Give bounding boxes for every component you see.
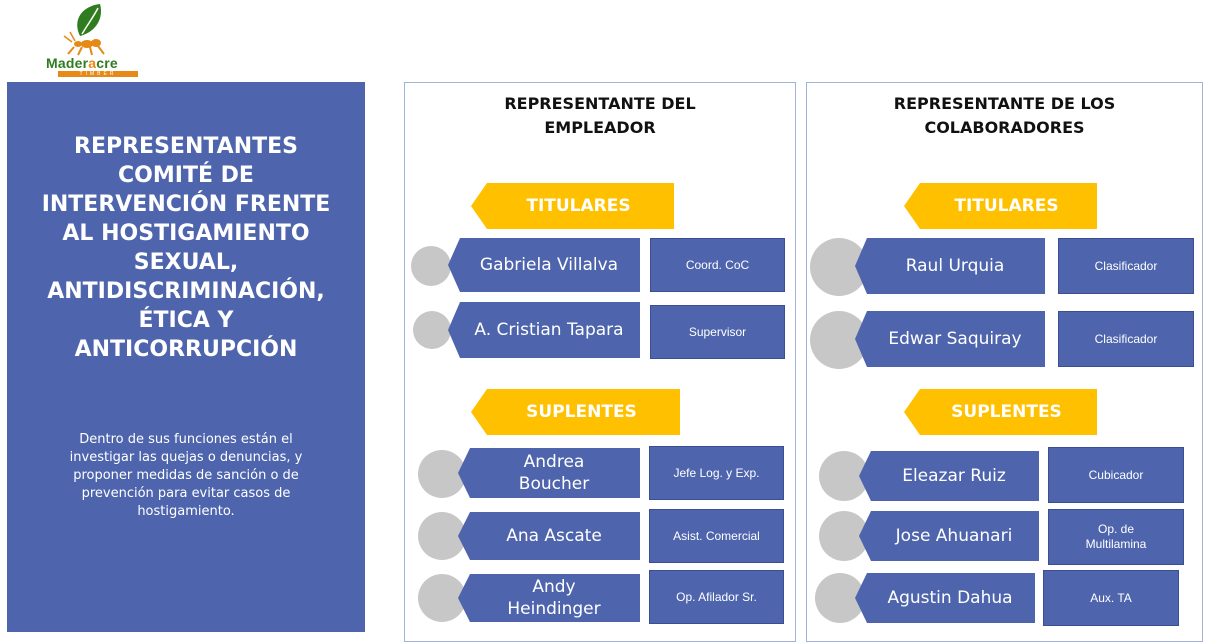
- member-role: Op. de Multilamina: [1048, 509, 1184, 565]
- member-name-andy-heindinger: Andy Heindinger: [458, 574, 640, 622]
- committee-title: REPRESENTANTES COMITÉ DE INTERVENCIÓN FR…: [41, 134, 331, 362]
- member-role: Asist. Comercial: [649, 509, 784, 563]
- logo-tagline: TIMBER: [58, 71, 138, 77]
- collaborators-suplentes-banner: SUPLENTES: [904, 389, 1097, 435]
- member-avatar: [411, 246, 451, 286]
- maderacre-logo: Maderacre TIMBER: [42, 0, 152, 78]
- employer-suplentes-banner: SUPLENTES: [471, 389, 680, 435]
- member-avatar: [413, 311, 451, 349]
- employer-column-title: REPRESENTANTE DEL EMPLEADOR: [504, 94, 696, 137]
- member-role: Cubicador: [1048, 447, 1184, 503]
- member-name-gabriela-villalva: Gabriela Villalva: [448, 238, 640, 292]
- member-role: Clasificador: [1058, 238, 1194, 294]
- logo-wordmark: Maderacre: [46, 55, 118, 71]
- leaf-ant-logo-icon: [63, 4, 105, 56]
- member-name-eleazar-ruiz: Eleazar Ruiz: [859, 451, 1039, 501]
- committee-description: Dentro de sus funciones están el investi…: [69, 432, 303, 519]
- member-role: Jefe Log. y Exp.: [649, 446, 784, 500]
- member-name-raul-urquia: Raul Urquia: [855, 238, 1045, 294]
- member-name-agustin-dahua: Agustin Dahua: [855, 573, 1035, 623]
- member-name-jose-ahuanari: Jose Ahuanari: [859, 511, 1039, 561]
- employer-column: REPRESENTANTE DEL EMPLEADOR TITULARES Ga…: [404, 82, 796, 642]
- member-role: Op. Afilador Sr.: [649, 570, 784, 624]
- member-role: Clasificador: [1058, 311, 1194, 367]
- collaborators-titulares-banner: TITULARES: [904, 183, 1097, 229]
- member-name-cristian-tapara: A. Cristian Tapara: [448, 302, 640, 358]
- member-role: Supervisor: [650, 305, 785, 359]
- committee-panel: REPRESENTANTES COMITÉ DE INTERVENCIÓN FR…: [7, 82, 365, 632]
- member-name-edwar-saquiray: Edwar Saquiray: [855, 311, 1045, 367]
- member-name-andrea-boucher: Andrea Boucher: [458, 448, 640, 498]
- member-avatar: [418, 450, 466, 498]
- collaborators-column-title: REPRESENTANTE DE LOS COLABORADORES: [893, 94, 1116, 137]
- member-name-ana-ascate: Ana Ascate: [458, 512, 640, 560]
- employer-titulares-banner: TITULARES: [471, 183, 674, 229]
- member-role: Coord. CoC: [650, 238, 785, 292]
- collaborators-column: REPRESENTANTE DE LOS COLABORADORES TITUL…: [806, 82, 1203, 642]
- member-role: Aux. TA: [1043, 570, 1179, 626]
